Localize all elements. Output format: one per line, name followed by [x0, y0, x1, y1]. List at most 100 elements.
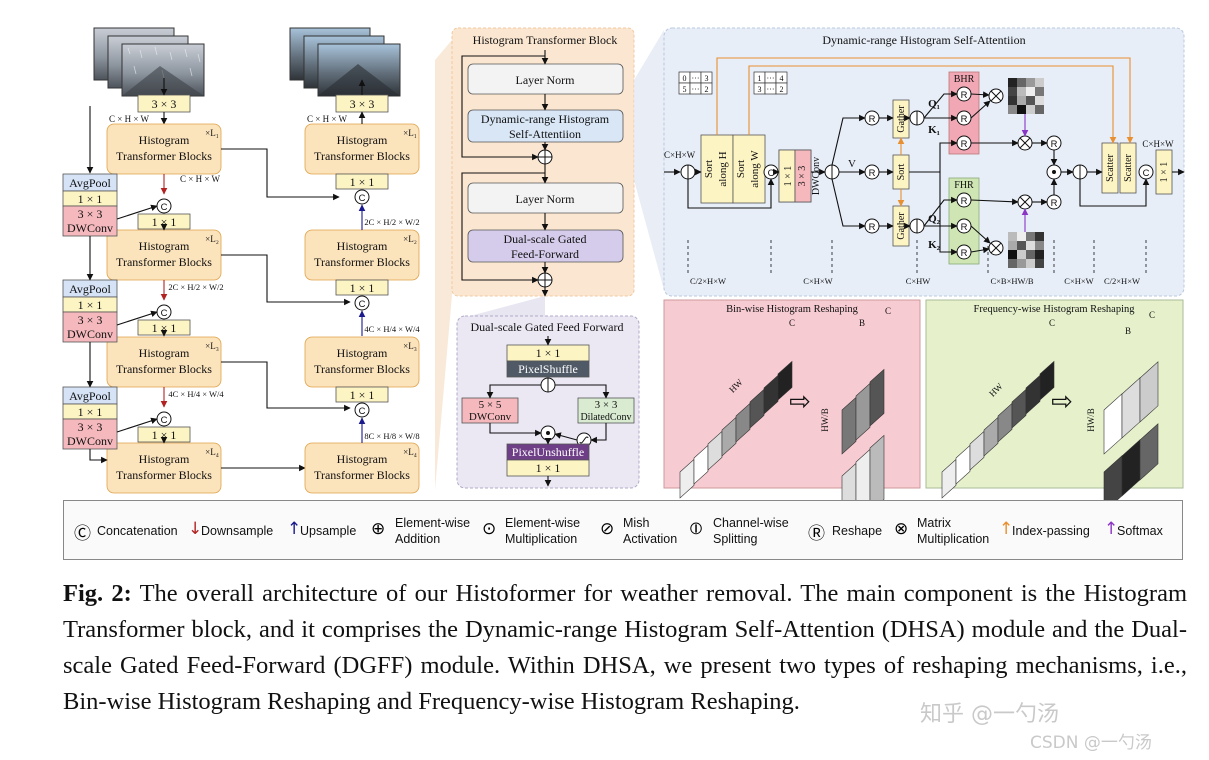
encoder-skip-l4 — [89, 449, 108, 464]
htb-add-1 — [537, 149, 553, 165]
decoder-concat-l1-ring — [354, 189, 370, 205]
encoder-conv1x1-label-l2: 1 × 1 — [152, 321, 177, 335]
encoder-htb-level2-label1: Histogram — [139, 239, 190, 253]
legend-add-label-2: Addition — [395, 532, 441, 546]
dhsa-fhr-r1: R — [956, 192, 972, 208]
htb-dhsa-label-2: Self-Attentiion — [509, 127, 581, 141]
legend-split-label-1: Channel-wise — [713, 516, 789, 530]
dhsa-matmul-av1-b — [1019, 137, 1031, 149]
dhsa-bottom-dim-3: C×B×HW/B — [990, 276, 1033, 286]
dhsa-q1-to-r — [923, 90, 958, 119]
dhsa-bhr-r3: R — [956, 135, 972, 151]
zhihu-watermark: 知乎 @一勺汤 — [920, 702, 1059, 727]
freq-left-stack-slab — [955, 444, 971, 485]
dhsa-index-grid-b: 1···43···2 — [753, 71, 788, 95]
dhsa-attention-map-2-cell — [1035, 259, 1044, 268]
decoder-dims-up4: 8C × H/8 × W/8 — [364, 431, 419, 441]
dhsa-split-to-upper — [831, 114, 866, 166]
bin-left-stack-slab — [693, 444, 709, 485]
encoder-htb-level2-reps: ×L₂ — [205, 234, 219, 244]
dhsa-reshape-out2-letter: R — [1051, 198, 1058, 209]
avgpool-conv1x1-label-l3: 1 × 1 — [78, 405, 103, 419]
dhsa-panel — [663, 27, 1185, 297]
dhsa-index-grid-a-val: ··· — [692, 85, 700, 94]
dhsa-bottom-dim-2: C×HW — [906, 276, 931, 286]
bin-left-stack-slab — [763, 374, 779, 415]
freq-left-stack-slab — [969, 430, 985, 471]
decoder-concat-l2-letter: C — [359, 299, 366, 310]
dhsa-q1-label: Q₁ — [928, 98, 940, 110]
encoder-dims-down2: 2C × H/2 × W/2 — [168, 282, 223, 292]
dhsa-fhr-r2: R — [956, 218, 972, 234]
dhsa-index-grid-a-val: 2 — [705, 85, 709, 94]
dhsa-attention-map-2-cell — [1017, 250, 1026, 259]
dhsa-attention-map-1 — [1008, 78, 1044, 114]
decoder-htb-level4-label1: Histogram — [337, 452, 388, 466]
dhsa-sort-v-label: Sort — [896, 163, 907, 180]
encoder-htb-level3-label2: Transformer Blocks — [116, 362, 212, 376]
dhsa-fhr-r2-letter: R — [961, 222, 968, 233]
dgff-multiply-dot — [546, 431, 550, 435]
avgpool-label-l3: AvgPool — [69, 389, 111, 403]
bin-title: Bin-wise Histogram Reshaping — [726, 304, 859, 315]
legend-mm-label-1: Matrix — [917, 516, 952, 530]
concat-icon: Ⓒ — [74, 524, 91, 544]
csdn-watermark: CSDN @一勺汤 — [1030, 733, 1152, 753]
freq-right-stack-top-slab — [1139, 361, 1159, 423]
dhsa-attention-map-1-cell — [1017, 78, 1026, 87]
dhsa-index-pass-h — [716, 57, 1134, 144]
decoder-concat-l2-ring — [354, 295, 370, 311]
htb-dgff-label-1: Dual-scale Gated — [504, 232, 587, 246]
legend-down-label: Downsample — [201, 524, 274, 538]
htb-residual-1 — [461, 55, 545, 161]
dhsa-attention-map-1-cell — [1026, 96, 1035, 105]
decoder-dims-up3: 4C × H/4 × W/4 — [364, 324, 420, 334]
dhsa-k1-label: K₁ — [928, 124, 940, 136]
freq-left-stack-slab — [983, 416, 999, 457]
avgpool-dwconv-label-a-l2: 3 × 3 — [78, 313, 103, 327]
dhsa-r2-to-mm — [970, 100, 991, 119]
dhsa-concat-in: C — [763, 164, 779, 180]
dgff-conv1x1-out-label: 1 × 1 — [536, 461, 561, 475]
dhsa-detail: Dynamic-range Histogram Self-AttentiionC… — [664, 33, 1185, 286]
encoder-htb-level1-label1: Histogram — [139, 133, 190, 147]
avgpool-dwconv-label-a-l3: 3 × 3 — [78, 420, 103, 434]
dhsa-attention-map-1-cell — [1008, 87, 1017, 96]
dhsa-matmul-qk1-b — [990, 90, 1002, 102]
dhsa-matmul-qk1 — [988, 88, 1004, 104]
decoder-conv1x1-label-l1: 1 × 1 — [350, 175, 375, 189]
encoder-htb-level2-label2: Transformer Blocks — [116, 255, 212, 269]
dhsa-q2-to-r — [923, 196, 958, 227]
htb-dgff-label-2: Feed-Forward — [511, 247, 579, 261]
dhsa-v-to-mm2 — [970, 198, 1019, 206]
decoder-concat-l2: C — [354, 295, 370, 311]
dhsa-attention-map-1-cell — [1035, 87, 1044, 96]
freq-title: Frequency-wise Histogram Reshaping — [974, 304, 1136, 315]
decoder-htb-level1-label1: Histogram — [337, 133, 388, 147]
dhsa-index-grid-a-val: 3 — [705, 74, 709, 83]
dhsa-attention-map-2 — [1008, 232, 1044, 268]
legend-up-label: Upsample — [300, 524, 357, 538]
bin-c-left: C — [789, 318, 795, 328]
split-icon: ⦶ — [690, 519, 703, 539]
bin-left-stack-slab — [679, 458, 695, 499]
output-images — [289, 27, 401, 97]
htb-title: Histogram Transformer Block — [473, 33, 618, 47]
dhsa-split-out — [1072, 164, 1088, 180]
softmax-arrow-icon: ↑ — [1104, 519, 1119, 539]
dhsa-split-lower — [909, 218, 925, 234]
dhsa-attention-map-2-cell — [1017, 259, 1026, 268]
decoder-conv1x1-l2 — [335, 279, 389, 296]
dhsa-bhr-label: BHR — [954, 74, 975, 85]
dhsa-reshape-upper-letter: R — [869, 114, 876, 125]
encoder-concat-l3: C — [156, 411, 172, 427]
dhsa-matmul-qk2-b — [990, 242, 1002, 254]
dhsa-attention-map-2-cell — [1026, 259, 1035, 268]
dhsa-attention-map-2-cell — [1026, 232, 1035, 241]
decoder-concat-l1: C — [354, 189, 370, 205]
dhsa-index-grid-a: 0···35···2 — [678, 71, 713, 95]
decoder-htb-level2-reps: ×L₂ — [403, 234, 417, 244]
dhsa-dims-out: C×H×W — [1142, 139, 1174, 149]
